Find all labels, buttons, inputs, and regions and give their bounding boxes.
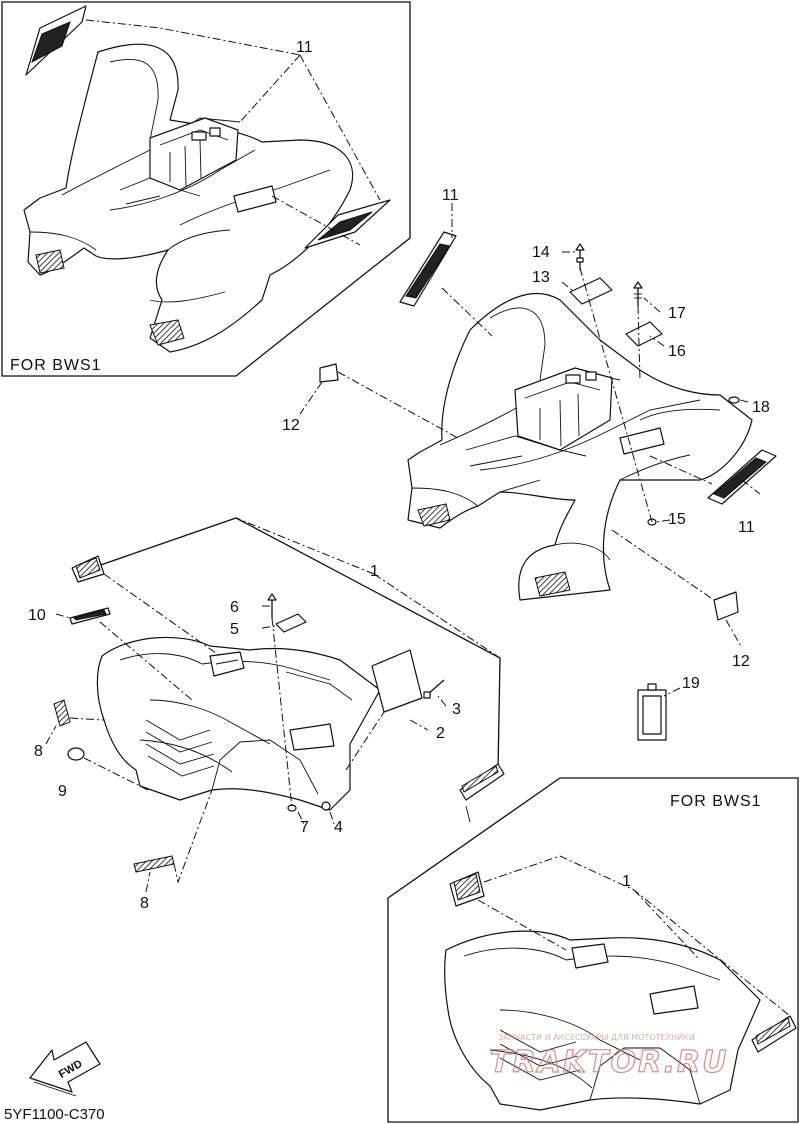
callout-12-right: 12	[732, 653, 750, 670]
decal-11-right	[707, 449, 777, 505]
callout-1-frame	[91, 517, 501, 771]
decal-11-inset-right	[304, 199, 391, 249]
callout-13: 13	[532, 269, 550, 286]
callout-1: 1	[370, 563, 379, 580]
callout-4: 4	[334, 819, 343, 836]
decal-16	[625, 321, 663, 347]
inset-upper-decal	[449, 871, 485, 907]
variant-label-front-inset: FOR BWS1	[670, 793, 762, 810]
callout-14: 14	[532, 244, 550, 261]
callout-9: 9	[58, 783, 67, 800]
callout-8-lower: 8	[140, 895, 149, 912]
callout-6: 6	[230, 599, 239, 616]
emblem-8-lower	[133, 855, 175, 873]
callout-2: 2	[436, 725, 445, 742]
label-12-left	[319, 363, 339, 383]
label-12-right	[713, 591, 739, 621]
callout-16: 16	[668, 343, 686, 360]
callout-1-inset: 1	[622, 873, 631, 890]
watermark-tagline: ЗАПЧАСТИ И АКСЕССУАРЫ ДЛЯ МОТОТЕХНИКИ	[498, 1033, 695, 1042]
callout-17: 17	[668, 305, 686, 322]
callout-8-upper: 8	[34, 743, 43, 760]
callout-12-left: 12	[282, 417, 300, 434]
inset-frame	[1, 1, 411, 377]
washer-15	[647, 518, 657, 526]
decal-11-inset-upper	[25, 5, 87, 76]
decal-5	[275, 613, 307, 633]
front-fender-variant-inset: FOR BWS1 1	[387, 777, 799, 1123]
emblem-8-upper	[53, 699, 71, 727]
front-side-decal	[459, 763, 505, 823]
callout-15: 15	[668, 511, 686, 528]
front-fender-drawing	[96, 636, 381, 811]
watermark: ЗАПЧАСТИ И АКСЕССУАРЫ ДЛЯ МОТОТЕХНИКИ TR…	[489, 1033, 729, 1081]
rear-fender-inset-drawing	[23, 43, 354, 353]
callout-11-right: 11	[738, 519, 755, 536]
decal-11-top	[399, 231, 457, 307]
pin-6	[267, 593, 277, 618]
watermark-logo: TRAKTOR.RU	[490, 1045, 729, 1080]
nut-18	[728, 396, 740, 404]
rear-fender-variant-inset: 11 FOR BWS1	[1, 1, 411, 377]
drawing-code: 5YF1100-C370	[4, 1106, 105, 1123]
bolt-3	[423, 679, 445, 699]
rear-fender-assembly: 11 12 14 13 17 16 18 15 11 12 19	[282, 187, 777, 741]
cap-9	[67, 747, 85, 761]
callout-5: 5	[230, 621, 239, 638]
forward-arrow-icon: FWD	[29, 1041, 101, 1097]
decal-13	[569, 277, 613, 305]
nut-4	[321, 801, 331, 811]
inset-side-decal	[751, 1015, 797, 1053]
callout-11-top: 11	[442, 187, 459, 204]
bolt-17	[633, 281, 643, 306]
front-upper-decal	[71, 555, 105, 583]
callout-19: 19	[682, 675, 700, 692]
pin-14	[575, 243, 585, 270]
callout-3: 3	[452, 701, 461, 718]
callout-18: 18	[752, 399, 770, 416]
inset-frame-bottom	[387, 777, 799, 1123]
front-fender-assembly: 1 6 5 10 3 2 8 9 7 4 8	[28, 517, 505, 912]
variant-label-rear-inset: FOR BWS1	[10, 357, 102, 374]
plate-2	[371, 649, 423, 713]
callout-7: 7	[300, 819, 309, 836]
callout-10: 10	[28, 607, 46, 624]
rear-fender-drawing	[407, 293, 753, 601]
decal-10	[69, 607, 111, 625]
front-fender-inset-drawing	[444, 930, 761, 1111]
callout-11-inset: 11	[296, 39, 313, 56]
label-19	[637, 683, 667, 741]
